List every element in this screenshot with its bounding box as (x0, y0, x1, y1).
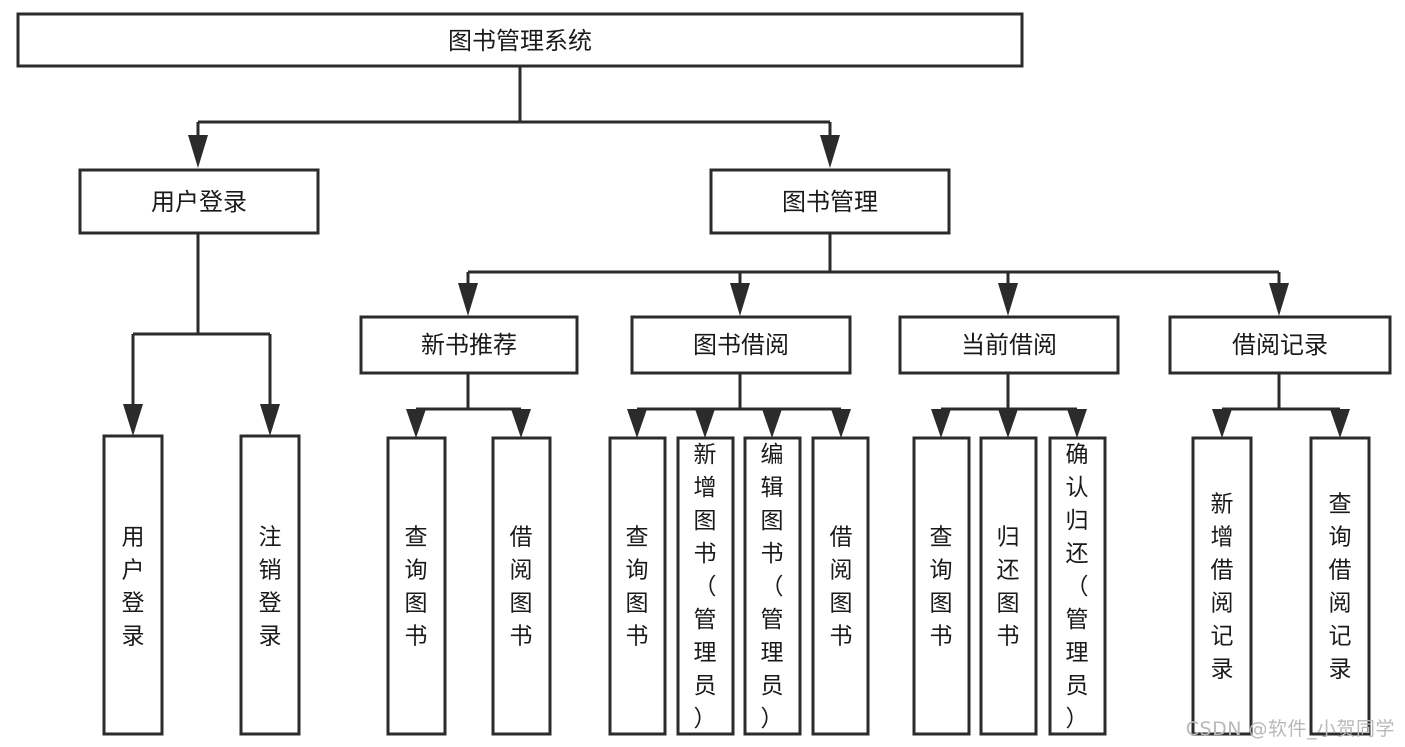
leaf-book-borrow-1[interactable]: 查询图书 (608, 436, 667, 736)
leaf-book-borrow-3[interactable]: 编辑图书（管理员） (743, 436, 802, 736)
node-book-management-label: 图书管理 (782, 188, 878, 216)
node-user-login-label: 用户登录 (151, 188, 247, 216)
leaf-book-borrow-4-box[interactable] (811, 436, 870, 736)
leaf-book-borrow-2-label: 新增图书（管理员） (694, 442, 717, 732)
node-borrow-record-box[interactable] (1168, 315, 1392, 375)
arrow-new-book-leaf-1 (406, 409, 426, 438)
leaf-user-login-2-label: 注销登录 (259, 525, 282, 650)
leaf-current-borrow-1-label: 查询图书 (930, 525, 953, 650)
arrow-current-borrow-leaf-3 (1067, 409, 1087, 438)
arrow-to-new-book-recommend (458, 283, 478, 316)
node-book-borrow-label: 图书借阅 (693, 331, 789, 359)
leaf-borrow-record-2-label: 查询借阅记录 (1329, 492, 1352, 683)
node-new-book-recommend-label: 新书推荐 (421, 331, 517, 359)
arrow-to-borrow-record (1269, 283, 1289, 316)
node-current-borrow-box[interactable] (898, 315, 1120, 375)
leaf-current-borrow-2[interactable]: 归还图书 (979, 436, 1038, 736)
leaf-current-borrow-2-box[interactable] (979, 436, 1038, 736)
arrow-book-borrow-leaf-2 (695, 409, 715, 438)
leaf-borrow-record-1-box[interactable] (1191, 436, 1253, 736)
leaf-user-login-1-label: 用户登录 (122, 525, 145, 650)
arrow-book-borrow-leaf-1 (627, 409, 647, 438)
arrow-new-book-leaf-2 (511, 409, 531, 438)
node-new-book-recommend[interactable]: 新书推荐 (359, 315, 579, 375)
leaf-book-borrow-4[interactable]: 借阅图书 (811, 436, 870, 736)
node-root-box[interactable] (16, 12, 1024, 68)
arrow-to-current-borrow (998, 283, 1018, 316)
arrow-user-login-leaf-2 (260, 404, 280, 436)
arrow-root-to-user-login (188, 135, 208, 168)
arrow-to-book-borrow (730, 283, 750, 316)
leaf-current-borrow-1-box[interactable] (912, 436, 971, 736)
leaf-user-login-1-box[interactable] (102, 434, 164, 736)
node-new-book-recommend-box[interactable] (359, 315, 579, 375)
leaf-borrow-record-1-label: 新增借阅记录 (1211, 492, 1234, 683)
node-user-login-box[interactable] (78, 168, 320, 235)
leaf-book-borrow-4-label: 借阅图书 (830, 525, 853, 650)
leaf-current-borrow-1[interactable]: 查询图书 (912, 436, 971, 736)
leaf-book-borrow-2[interactable]: 新增图书（管理员） (676, 436, 735, 736)
node-current-borrow[interactable]: 当前借阅 (898, 315, 1120, 375)
arrow-borrow-record-leaf-1 (1212, 409, 1232, 438)
leaf-book-borrow-1-box[interactable] (608, 436, 667, 736)
leaf-borrow-record-2-box[interactable] (1309, 436, 1371, 736)
node-user-login[interactable]: 用户登录 (78, 168, 320, 235)
leaf-borrow-record-2[interactable]: 查询借阅记录 (1309, 436, 1371, 736)
leaf-book-borrow-3-box[interactable] (743, 436, 802, 736)
node-root-label: 图书管理系统 (448, 27, 592, 55)
node-book-borrow[interactable]: 图书借阅 (630, 315, 852, 375)
leaf-new-book-2-box[interactable] (491, 436, 552, 736)
node-book-borrow-box[interactable] (630, 315, 852, 375)
arrow-book-borrow-leaf-3 (762, 409, 782, 438)
leaf-new-book-1[interactable]: 查询图书 (386, 436, 447, 736)
arrow-user-login-leaf-1 (123, 404, 143, 436)
node-root[interactable]: 图书管理系统 (16, 12, 1024, 68)
leaf-current-borrow-3[interactable]: 确认归还（管理员） (1048, 436, 1107, 736)
leaf-book-borrow-1-label: 查询图书 (626, 525, 649, 650)
leaf-current-borrow-2-label: 归还图书 (997, 525, 1020, 650)
connector-layer (123, 66, 1350, 438)
node-book-management-box[interactable] (709, 168, 951, 235)
arrow-borrow-record-leaf-2 (1330, 409, 1350, 438)
arrow-current-borrow-leaf-1 (931, 409, 951, 438)
arrow-root-to-book-mgmt (820, 135, 840, 168)
leaf-new-book-2-label: 借阅图书 (510, 525, 533, 650)
leaf-new-book-1-box[interactable] (386, 436, 447, 736)
node-book-management[interactable]: 图书管理 (709, 168, 951, 235)
leaf-user-login-1[interactable]: 用户登录 (102, 434, 164, 736)
leaf-new-book-2[interactable]: 借阅图书 (491, 436, 552, 736)
arrow-book-borrow-leaf-4 (831, 409, 851, 438)
node-borrow-record-label: 借阅记录 (1232, 331, 1328, 359)
leaf-book-borrow-3-label: 编辑图书（管理员） (761, 442, 784, 732)
arrow-current-borrow-leaf-2 (998, 409, 1018, 438)
leaf-user-login-2-box[interactable] (239, 434, 301, 736)
node-current-borrow-label: 当前借阅 (961, 331, 1057, 359)
leaf-current-borrow-3-box[interactable] (1048, 436, 1107, 736)
leaf-user-login-2[interactable]: 注销登录 (239, 434, 301, 736)
leaf-new-book-1-label: 查询图书 (405, 525, 428, 650)
leaf-current-borrow-3-label: 确认归还（管理员） (1066, 442, 1089, 732)
leaf-book-borrow-2-box[interactable] (676, 436, 735, 736)
node-borrow-record[interactable]: 借阅记录 (1168, 315, 1392, 375)
leaf-borrow-record-1[interactable]: 新增借阅记录 (1191, 436, 1253, 736)
